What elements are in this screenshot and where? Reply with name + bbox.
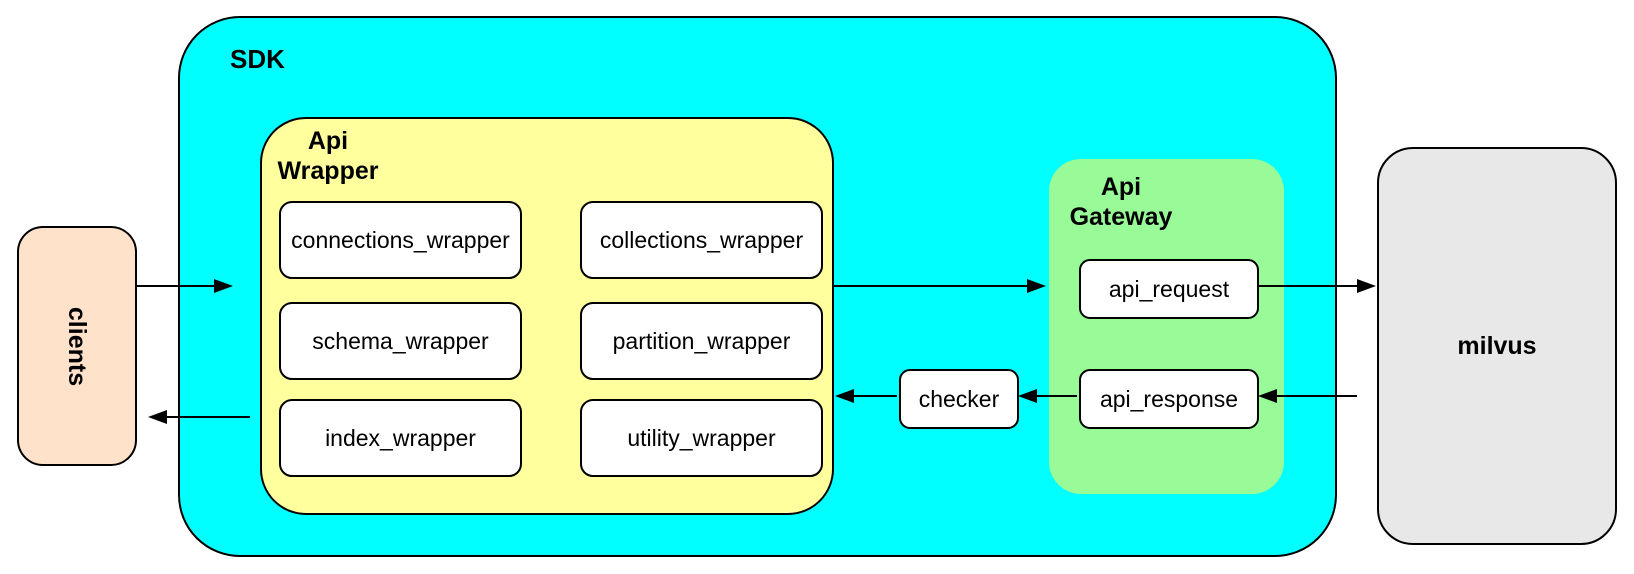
node-api-response: api_response (1079, 369, 1259, 429)
node-api-wrapper-label: Api Wrapper (277, 127, 379, 185)
node-clients: clients (17, 226, 137, 466)
node-schema-wrapper: schema_wrapper (279, 302, 522, 380)
node-checker: checker (899, 369, 1019, 429)
node-index-wrapper: index_wrapper (279, 399, 522, 477)
node-clients-label: clients (63, 306, 92, 386)
node-milvus: milvus (1377, 147, 1617, 545)
node-partition-wrapper: partition_wrapper (580, 302, 823, 380)
node-milvus-label: milvus (1457, 331, 1537, 360)
node-sdk-label: SDK (230, 44, 285, 74)
node-collections-wrapper-label: collections_wrapper (599, 226, 804, 253)
node-collections-wrapper: collections_wrapper (580, 201, 823, 279)
node-index-wrapper-label: index_wrapper (325, 424, 476, 451)
node-api-gateway-label: Api Gateway (1069, 173, 1173, 231)
node-connections-wrapper-label: connections_wrapper (291, 226, 510, 253)
node-partition-wrapper-label: partition_wrapper (612, 327, 791, 354)
node-api-request: api_request (1079, 259, 1259, 319)
node-checker-label: checker (918, 385, 1000, 412)
node-connections-wrapper: connections_wrapper (279, 201, 522, 279)
node-schema-wrapper-label: schema_wrapper (312, 327, 489, 354)
node-utility-wrapper: utility_wrapper (580, 399, 823, 477)
node-sdk: SDK Api Wrapper connections_wrapper coll… (178, 16, 1337, 557)
node-api-request-label: api_request (1108, 275, 1230, 302)
node-api-response-label: api_response (1099, 385, 1239, 412)
node-utility-wrapper-label: utility_wrapper (627, 424, 776, 451)
node-api-wrapper: Api Wrapper connections_wrapper collecti… (260, 117, 834, 515)
node-api-gateway: Api Gateway api_request api_response (1049, 159, 1284, 494)
